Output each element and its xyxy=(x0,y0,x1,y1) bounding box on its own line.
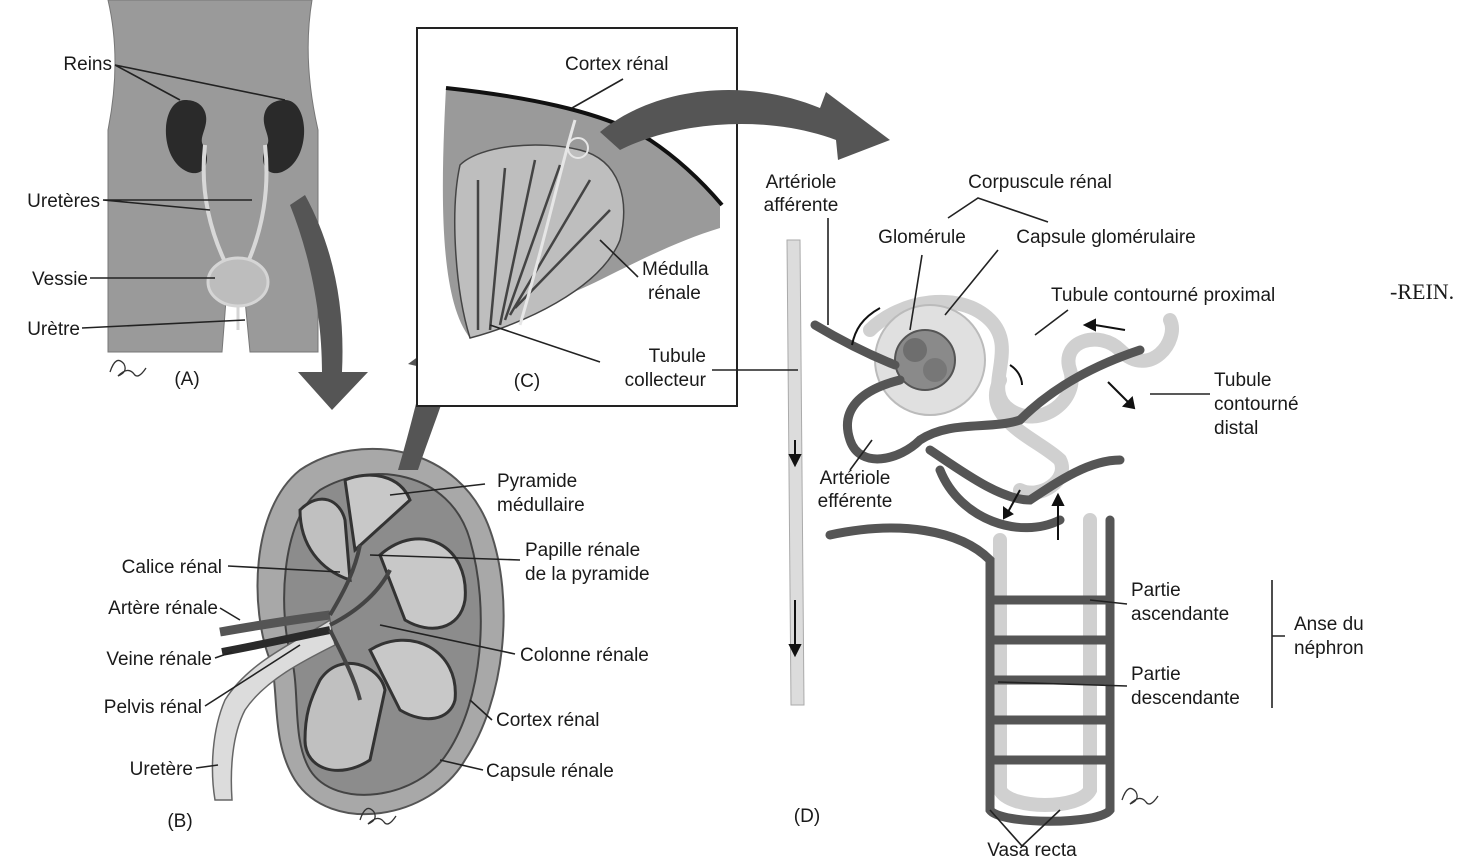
label-artere: Artère rénale xyxy=(108,598,218,619)
label-papille-1: Papille rénale xyxy=(525,540,640,561)
side-label-rein: -REIN. xyxy=(1390,279,1454,304)
label-partie-asc-1: Partie xyxy=(1131,580,1181,601)
panel-letter-a: (A) xyxy=(174,369,199,390)
panel-letter-b: (B) xyxy=(167,811,192,832)
label-partie-asc-2: ascendante xyxy=(1131,604,1229,625)
label-anse-1: Anse du xyxy=(1294,614,1364,635)
label-corpuscule: Corpuscule rénal xyxy=(968,172,1112,193)
label-vasa-recta: Vasa recta xyxy=(987,840,1077,861)
label-calice: Calice rénal xyxy=(122,557,222,578)
label-partie-desc-2: descendante xyxy=(1131,688,1240,709)
label-arteriole-eff-2: efférente xyxy=(818,491,893,512)
label-reins: Reins xyxy=(63,54,112,75)
panel-d-nephron-illustration xyxy=(787,240,1172,821)
label-tubule-dist-1: Tubule xyxy=(1214,370,1271,391)
artist-signature-a xyxy=(110,360,146,376)
label-vessie: Vessie xyxy=(32,269,88,290)
label-arteriole-aff-2: afférente xyxy=(764,195,839,216)
label-medulla-2: rénale xyxy=(648,283,701,304)
label-tubule-coll-1: Tubule xyxy=(649,346,706,367)
label-capsule-renale: Capsule rénale xyxy=(486,761,614,782)
panel-letter-d: (D) xyxy=(794,806,820,827)
artist-signature-d xyxy=(1122,788,1158,804)
label-arteriole-aff-1: Artériole xyxy=(766,172,837,193)
label-tubule-coll-2: collecteur xyxy=(625,370,707,391)
label-pyramide-1: Pyramide xyxy=(497,471,577,492)
panel-letter-c: (C) xyxy=(514,371,540,392)
label-partie-desc-1: Partie xyxy=(1131,664,1181,685)
label-glomerule: Glomérule xyxy=(878,227,966,248)
label-pelvis: Pelvis rénal xyxy=(104,697,202,718)
label-arteriole-eff-1: Artériole xyxy=(820,468,891,489)
label-veine: Veine rénale xyxy=(106,649,212,670)
label-ureteres: Uretères xyxy=(27,191,100,212)
label-pyramide-2: médullaire xyxy=(497,495,585,516)
label-anse-2: néphron xyxy=(1294,638,1364,659)
label-cortex-c: Cortex rénal xyxy=(565,54,669,75)
label-colonne: Colonne rénale xyxy=(520,645,649,666)
label-medulla-1: Médulla xyxy=(642,259,709,280)
panel-b-kidney-illustration xyxy=(212,449,503,824)
label-uretre: Urètre xyxy=(27,319,80,340)
label-tubule-dist-2: contourné xyxy=(1214,394,1299,415)
panel-a-body-illustration xyxy=(108,0,318,376)
label-tubule-prox: Tubule contourné proximal xyxy=(1051,285,1275,306)
label-uretere: Uretère xyxy=(130,759,193,780)
label-papille-2: de la pyramide xyxy=(525,564,650,585)
label-cortex-b: Cortex rénal xyxy=(496,710,600,731)
label-capsule-glom: Capsule glomérulaire xyxy=(1016,227,1196,248)
label-tubule-dist-3: distal xyxy=(1214,418,1258,439)
